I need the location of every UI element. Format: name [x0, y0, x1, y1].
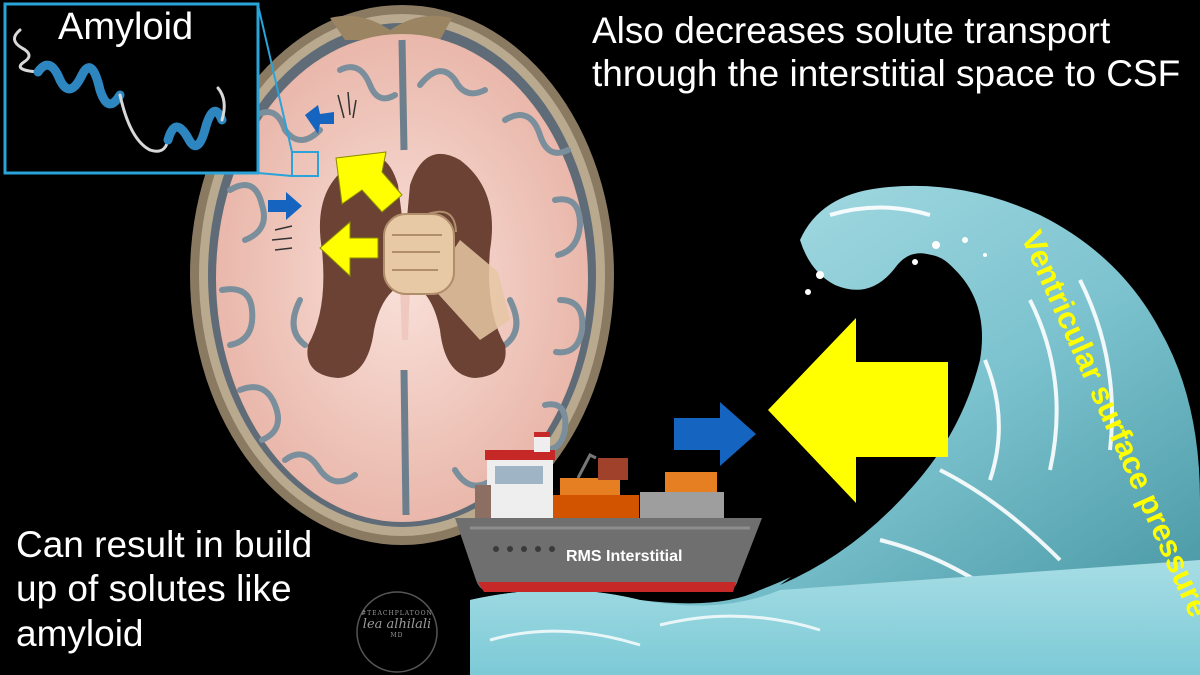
ship-name-label: RMS Interstitial	[566, 548, 683, 565]
ship-icon	[455, 432, 762, 592]
signature-suffix: MD	[390, 632, 404, 639]
yellow-arrow-icon	[768, 318, 948, 503]
signature-circle	[356, 591, 438, 673]
amyloid-inset	[3, 2, 260, 175]
yellow-arrow-icon	[319, 151, 403, 278]
zoom-connector	[257, 4, 293, 153]
blue-arrow-icon	[268, 105, 334, 220]
solute-transport-text: Also decreases solute transport through …	[592, 10, 1181, 94]
signature-tag: #TEACHPLATOON	[361, 610, 433, 617]
pressure-lines	[271, 91, 357, 251]
solute-buildup-text: Can result in build up of solutes like a…	[16, 524, 313, 654]
blue-arrow-icon	[674, 402, 756, 466]
fist-icon	[383, 210, 510, 340]
signature-name: lea alhilali	[362, 617, 432, 632]
amyloid-helix-icon	[13, 28, 227, 153]
zoom-box	[291, 151, 319, 177]
author-signature: #TEACHPLATOON lea alhilali MD	[352, 610, 442, 639]
inset-title: Amyloid	[58, 6, 194, 48]
